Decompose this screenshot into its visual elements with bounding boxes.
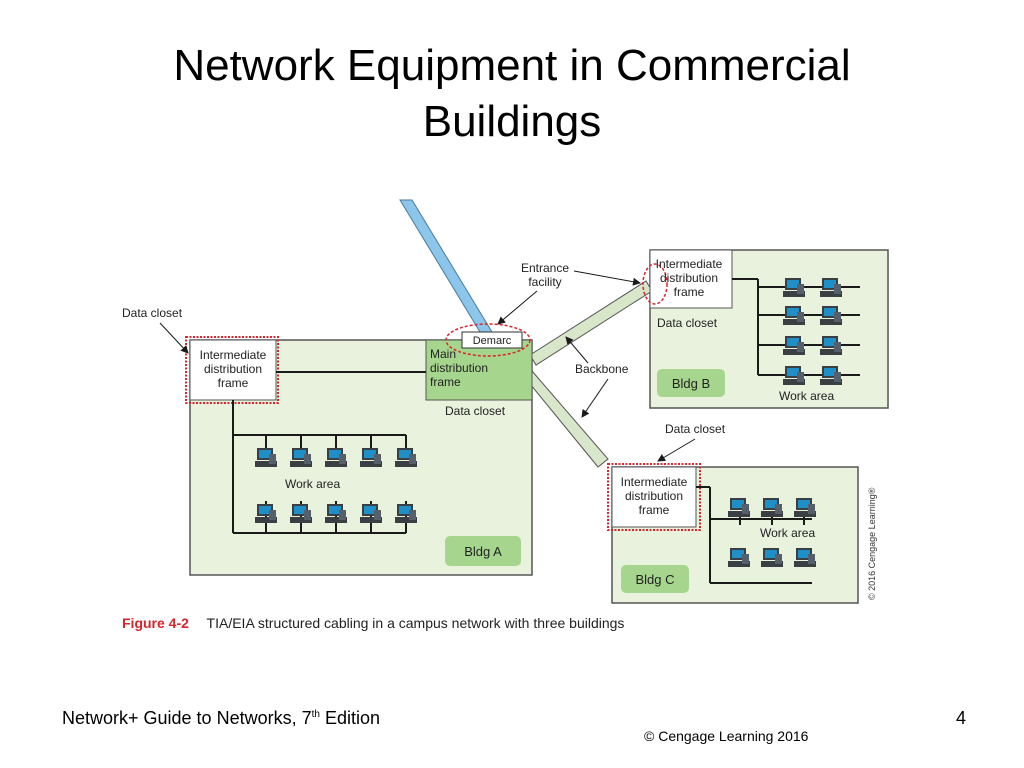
idf-c-label-1: Intermediate xyxy=(621,475,688,489)
idf-c-label-2: distribution xyxy=(625,489,683,503)
idf-highlight-c xyxy=(607,463,701,531)
bldg-a-tag xyxy=(445,536,521,566)
bldg-b-tag xyxy=(657,369,725,397)
main-distribution-frame xyxy=(425,339,533,401)
bldg-b-label: Bldg B xyxy=(672,376,710,391)
incoming-fiber-cable xyxy=(399,199,493,333)
data-closet-label-a-mdf: Data closet xyxy=(445,404,506,418)
footer-book: Network+ Guide to Networks, 7 xyxy=(62,708,312,728)
mdf-label-3: frame xyxy=(430,375,461,389)
slide-number: 4 xyxy=(955,708,966,728)
bldg-b-cabling xyxy=(757,279,860,376)
idf-box-a xyxy=(189,339,277,401)
backbone-label: Backbone xyxy=(575,362,629,376)
data-closet-label-b: Data closet xyxy=(657,316,718,330)
data-closet-arrow-a xyxy=(159,322,189,354)
title-line-1: Network Equipment in Commercial xyxy=(173,41,851,90)
slide-title: Network Equipment in Commercial Building… xyxy=(0,38,1024,150)
idf-b-label-1: Intermediate xyxy=(656,257,723,271)
title-line-2: Buildings xyxy=(422,97,602,146)
work-area-label-a: Work area xyxy=(285,477,340,491)
idf-b-label-2: distribution xyxy=(660,271,718,285)
entrance-arrow-2 xyxy=(573,270,641,286)
idf-a-label-2: distribution xyxy=(204,362,262,376)
figure-caption-text: TIA/EIA structured cabling in a campus n… xyxy=(207,615,625,631)
bldg-c-tag xyxy=(621,565,689,593)
footer-book-title: Network+ Guide to Networks, 7th Edition xyxy=(62,708,380,729)
footer-copyright: © Cengage Learning 2016 xyxy=(644,728,809,744)
data-closet-label-a: Data closet xyxy=(122,306,183,320)
backbone-arrow-2 xyxy=(581,378,609,418)
bldg-c-label: Bldg C xyxy=(635,572,674,587)
entrance-facility-highlight xyxy=(445,323,531,357)
figure-caption: Figure 4-2 TIA/EIA structured cabling in… xyxy=(122,615,624,631)
backbone-to-bldg-b xyxy=(529,280,653,366)
footer-edition-sup: th xyxy=(311,709,320,720)
idf-c-label-3: frame xyxy=(639,503,670,517)
campus-network-diagram: Demarc Main distribution frame Data clos… xyxy=(122,199,889,631)
mdf-label-1: Main xyxy=(430,347,456,361)
backbone-arrow-1 xyxy=(565,336,589,364)
work-area-label-b: Work area xyxy=(779,389,834,403)
footer-edition: Edition xyxy=(319,708,380,728)
data-closet-label-c: Data closet xyxy=(665,422,726,436)
backbone-to-bldg-c xyxy=(525,370,609,468)
entrance-label-1: Entrance xyxy=(521,261,569,275)
figure-number: Figure 4-2 xyxy=(122,615,189,631)
bldg-a-label: Bldg A xyxy=(464,544,502,559)
mdf-label-2: distribution xyxy=(430,361,488,375)
idf-box-c xyxy=(611,466,697,528)
entrance-label-2: facility xyxy=(528,275,561,289)
data-closet-arrow-c xyxy=(657,438,696,462)
idf-a-label-1: Intermediate xyxy=(200,348,267,362)
demarc-box xyxy=(461,331,523,349)
bldg-c-cabling xyxy=(709,487,812,584)
diagram-credit: © 2016 Cengage Learning® xyxy=(867,487,877,600)
idf-a-label-3: frame xyxy=(218,376,249,390)
idf-highlight-b xyxy=(642,263,668,305)
work-area-label-c: Work area xyxy=(760,526,815,540)
idf-b-label-3: frame xyxy=(674,285,705,299)
entrance-arrow-1 xyxy=(497,290,538,325)
demarc-label: Demarc xyxy=(473,335,512,347)
